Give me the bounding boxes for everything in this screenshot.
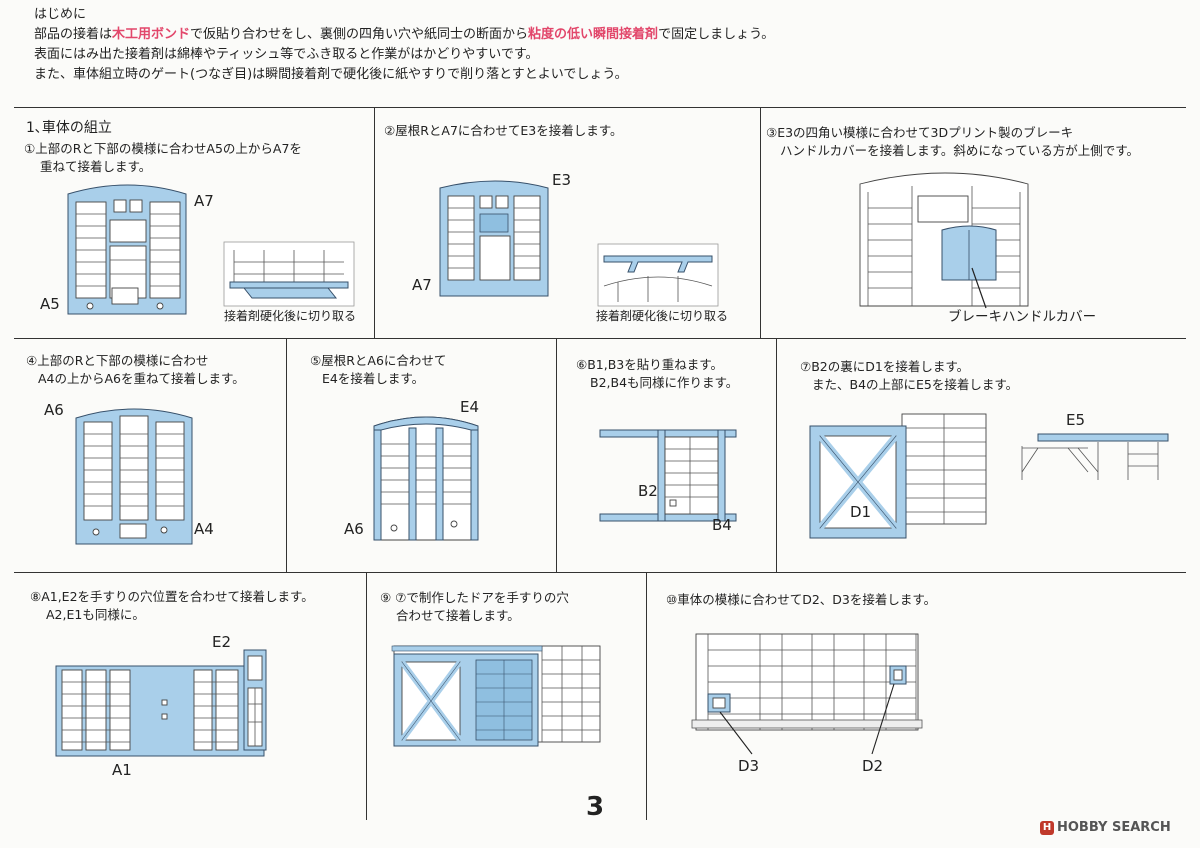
step4-label-a6: A6 — [44, 401, 64, 419]
step5-label-a6: A6 — [344, 520, 364, 538]
step1-label-a5: A5 — [40, 295, 60, 313]
step1-inset-caption: 接着剤硬化後に切り取る — [224, 309, 357, 323]
divider-row-2-top — [14, 338, 1186, 339]
step4-panel-drawing — [75, 408, 193, 545]
step6-label-b2: B2 — [638, 482, 658, 500]
step6-caption-1: ⑥B1,B3を貼り重ねます。 — [576, 357, 723, 372]
step5-label-e4: E4 — [460, 398, 480, 416]
intro-line-3: また、車体組立時のゲート(つなぎ目)は瞬間接着剤で硬化後に紙やすりで削り落とすと… — [34, 67, 628, 82]
step7-caption-2: また、B4の上部にE5を接着します。 — [812, 377, 1019, 392]
step1-panel-drawing — [67, 184, 187, 315]
step2-inset-caption: 接着剤硬化後に切り取る — [596, 309, 729, 323]
step5-caption-1: ⑤屋根RとA6に合わせて — [310, 353, 447, 368]
intro-line-2: 表面にはみ出た接着剤は綿棒やティッシュ等でふき取ると作業がはかどりやすいです。 — [34, 47, 539, 62]
step3-panel-drawing — [859, 172, 1029, 309]
step4-label-a4: A4 — [194, 520, 214, 538]
step8-label-e2: E2 — [212, 633, 232, 651]
divider-v-7 — [646, 572, 647, 820]
divider-v-1 — [374, 107, 375, 338]
step9-panel-drawing — [391, 645, 601, 747]
step8-panel-drawing — [55, 649, 267, 757]
step3-caption-2: ハンドルカバーを接着します。斜めになっている方が上側です。 — [780, 143, 1140, 158]
step7-label-e5: E5 — [1066, 411, 1086, 429]
step3-callout-brake-cover: ブレーキハンドルカバー — [948, 309, 1097, 325]
step4-caption-1: ④上部のRと下部の模様に合わせ — [26, 353, 209, 368]
logo-mark-icon: H — [1040, 820, 1054, 835]
step10-label-d2: D2 — [862, 757, 884, 775]
intro-text: はじめに 部品の接着は木工用ボンドで仮貼り合わせをし、裏側の四角い穴や紙同士の断… — [34, 5, 774, 85]
step1-plank-columns — [75, 199, 181, 305]
divider-v-5 — [776, 338, 777, 572]
step8-caption-1: ⑧A1,E2を手すりの穴位置を合わせて接着します。 — [30, 589, 314, 604]
intro-heading: はじめに — [34, 7, 87, 22]
step1-caption-2: 重ねて接着します。 — [40, 159, 152, 174]
step6-label-b4: B4 — [712, 516, 732, 534]
intro-line-1: 部品の接着は木工用ボンドで仮貼り合わせをし、裏側の四角い穴や紙同士の断面から粘度… — [34, 25, 774, 45]
step10-label-d3: D3 — [738, 757, 760, 775]
intro-highlight-glue: 粘度の低い瞬間接着剤 — [528, 27, 659, 42]
intro-line-1-a: 部品の接着は — [34, 27, 113, 42]
divider-v-6 — [366, 572, 367, 820]
step10-panel-drawing — [691, 633, 923, 755]
step5-caption-2: E4を接着します。 — [322, 371, 425, 386]
step7-caption-1: ⑦B2の裏にD1を接着します。 — [800, 359, 970, 374]
step7-e5-drawing — [1021, 433, 1169, 480]
step7-label-d1: D1 — [850, 503, 872, 521]
step6-panel-drawing — [599, 429, 737, 522]
watermark-text: HOBBY SEARCH — [1057, 820, 1171, 835]
step8-label-a1: A1 — [112, 761, 132, 779]
step5-panel-drawing — [373, 416, 479, 541]
step8-caption-2: A2,E1も同様に。 — [46, 607, 145, 622]
step2-panel-drawing — [439, 180, 549, 297]
step2-inset-drawing — [597, 243, 719, 307]
step2-label-e3: E3 — [552, 171, 572, 189]
step1-inset-drawing — [223, 241, 355, 307]
divider-v-3 — [286, 338, 287, 572]
step3-caption-1: ③E3の四角い模様に合わせて3Dプリント製のブレーキ — [766, 125, 1074, 140]
intro-line-1-b: で仮貼り合わせをし、裏側の四角い穴や紙同士の断面から — [190, 27, 529, 42]
step7-door-drawing — [809, 413, 987, 539]
step1-caption-1: ①上部のRと下部の模様に合わせA5の上からA7を — [24, 141, 302, 156]
step2-label-a7: A7 — [412, 276, 432, 294]
divider-v-4 — [556, 338, 557, 572]
step10-caption-1: ⑩車体の模様に合わせてD2、D3を接着します。 — [666, 592, 937, 607]
divider-row-1-top — [14, 107, 1186, 108]
divider-v-2 — [760, 107, 761, 338]
divider-row-3-top — [14, 572, 1186, 573]
step9-caption-1: ⑨ ⑦で制作したドアを手すりの穴 — [380, 590, 569, 605]
step1-title: 1､車体の組立 — [26, 120, 112, 136]
step6-caption-2: B2,B4も同様に作ります。 — [590, 375, 739, 390]
step1-label-a7: A7 — [194, 192, 214, 210]
step2-caption-1: ②屋根RとA7に合わせてE3を接着します。 — [384, 123, 623, 138]
step9-caption-2: 合わせて接着します。 — [396, 608, 520, 623]
step4-caption-2: A4の上からA6を重ねて接着します。 — [38, 371, 245, 386]
intro-highlight-bond: 木工用ボンド — [112, 27, 191, 42]
page-number: 3 — [586, 792, 605, 822]
intro-line-1-c: で固定しましょう。 — [658, 27, 775, 42]
